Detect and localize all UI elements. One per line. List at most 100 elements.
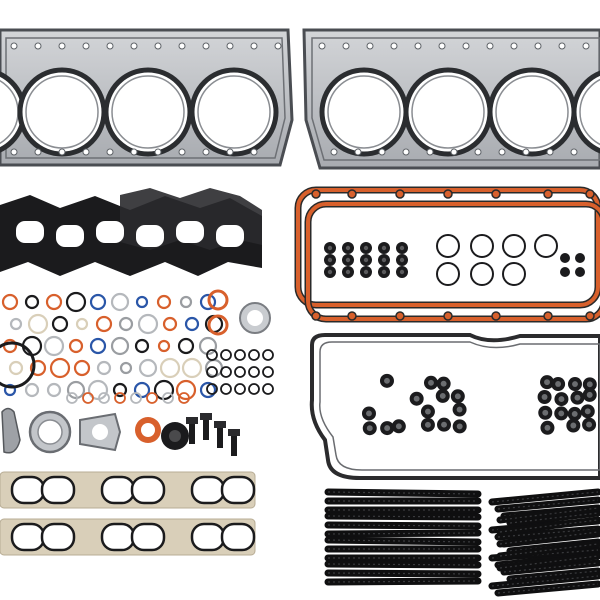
o-ring bbox=[3, 383, 17, 397]
bolt-tab bbox=[585, 189, 595, 199]
seal-center bbox=[399, 269, 405, 275]
seal-center bbox=[363, 269, 369, 275]
bolt-tab bbox=[347, 311, 357, 321]
small-o-ring bbox=[162, 392, 174, 404]
washer-set-left bbox=[361, 373, 467, 436]
stud-thread bbox=[327, 515, 479, 518]
water-hole bbox=[82, 148, 90, 156]
water-hole bbox=[438, 42, 446, 50]
water-hole bbox=[366, 42, 374, 50]
bore-fire-ring bbox=[327, 75, 401, 149]
washer-hole bbox=[456, 406, 463, 413]
head-stud bbox=[488, 572, 600, 590]
water-hole bbox=[582, 42, 590, 50]
o-ring bbox=[534, 234, 558, 258]
o-ring bbox=[43, 335, 65, 357]
upper-valve-cover-gasket bbox=[309, 333, 600, 480]
bolt-head bbox=[214, 421, 226, 428]
water-hole bbox=[250, 148, 258, 156]
bolt-tab bbox=[491, 311, 501, 321]
bolt-head bbox=[228, 429, 240, 436]
bolt-tab bbox=[543, 189, 553, 199]
o-ring bbox=[199, 381, 217, 399]
small-o-ring bbox=[248, 366, 260, 378]
o-ring bbox=[1, 293, 19, 311]
exhaust-port bbox=[56, 225, 84, 247]
o-ring bbox=[110, 336, 130, 356]
water-hole bbox=[58, 148, 66, 156]
seal-center bbox=[345, 257, 351, 263]
seal-center bbox=[327, 257, 333, 263]
o-ring bbox=[162, 316, 178, 332]
water-hole bbox=[462, 42, 470, 50]
o-ring bbox=[436, 262, 460, 286]
seal-center bbox=[381, 269, 387, 275]
small-o-ring bbox=[262, 349, 274, 361]
o-ring bbox=[73, 359, 91, 377]
bolt-tab bbox=[395, 311, 405, 321]
bolts bbox=[186, 413, 240, 456]
intake-port bbox=[10, 522, 46, 552]
head-studs-left bbox=[324, 488, 482, 586]
small-o-ring bbox=[98, 392, 110, 404]
o-ring bbox=[45, 293, 63, 311]
small-seal bbox=[575, 267, 585, 277]
bolt-tab bbox=[585, 311, 595, 321]
bolt-shank bbox=[203, 418, 209, 440]
water-hole bbox=[486, 42, 494, 50]
small-o-ring bbox=[234, 366, 246, 378]
washer-hole bbox=[384, 377, 390, 384]
washer-hole bbox=[544, 379, 550, 386]
small-o-ring bbox=[220, 349, 232, 361]
water-hole bbox=[178, 148, 186, 156]
seal-center bbox=[327, 269, 333, 275]
washer-hole bbox=[366, 410, 372, 417]
o-ring bbox=[118, 316, 134, 332]
water-hole bbox=[522, 148, 530, 156]
seal-center bbox=[363, 257, 369, 263]
stud-thread bbox=[327, 539, 479, 543]
washer-hole bbox=[572, 381, 578, 387]
o-ring bbox=[95, 315, 113, 333]
washer-hole bbox=[454, 393, 461, 400]
water-hole bbox=[402, 148, 410, 156]
o-ring bbox=[96, 360, 112, 376]
o-ring bbox=[51, 315, 69, 333]
o-ring bbox=[27, 313, 49, 335]
washer-hole bbox=[456, 423, 463, 430]
intake-port bbox=[100, 475, 136, 505]
water-hole bbox=[130, 42, 138, 50]
water-hole bbox=[34, 148, 42, 156]
o-ring bbox=[110, 292, 130, 312]
water-hole bbox=[34, 42, 42, 50]
intake-port bbox=[130, 522, 166, 552]
small-o-ring bbox=[206, 349, 218, 361]
o-ring bbox=[24, 294, 40, 310]
water-hole bbox=[426, 148, 434, 156]
washer-hole bbox=[428, 379, 434, 386]
washer-hole bbox=[424, 408, 431, 415]
bolt-tab bbox=[491, 189, 501, 199]
washer-hole bbox=[366, 425, 373, 432]
water-hole bbox=[378, 148, 386, 156]
stud-thread bbox=[327, 580, 479, 583]
intake-port bbox=[40, 522, 76, 552]
washer-hole bbox=[555, 381, 562, 387]
head-studs-right bbox=[488, 488, 600, 597]
o-ring bbox=[65, 291, 87, 313]
small-o-ring bbox=[146, 392, 158, 404]
small-o-ring bbox=[248, 349, 260, 361]
exhaust-port bbox=[136, 225, 164, 247]
o-ring bbox=[175, 379, 197, 401]
water-hole bbox=[202, 148, 210, 156]
stud-thread bbox=[327, 524, 479, 527]
water-hole bbox=[510, 42, 518, 50]
stud-thread bbox=[497, 528, 599, 538]
water-hole bbox=[130, 148, 138, 156]
water-hole bbox=[10, 42, 18, 50]
seal-center bbox=[399, 245, 405, 251]
o-ring bbox=[502, 262, 526, 286]
head-stud bbox=[488, 488, 600, 506]
stud-thread bbox=[499, 531, 599, 545]
